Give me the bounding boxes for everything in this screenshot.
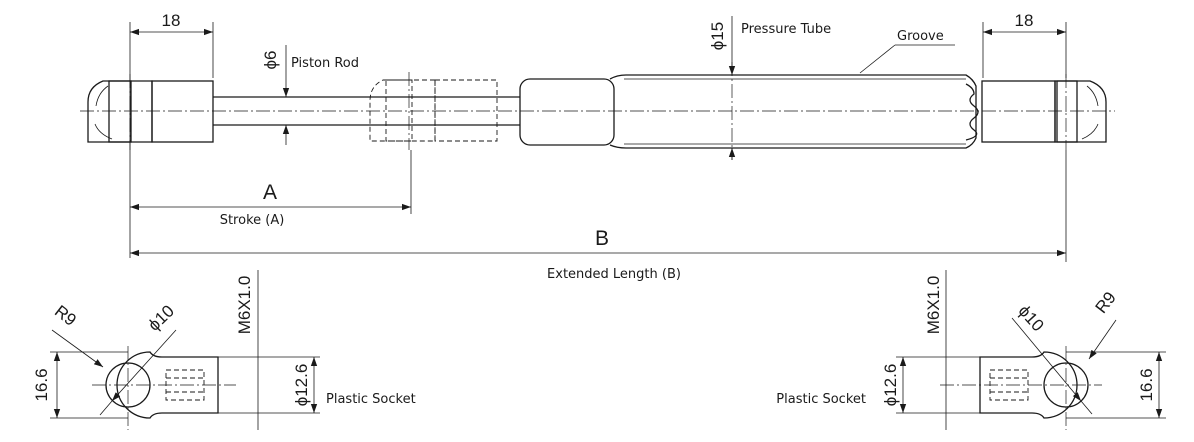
pressure-tube (519, 62, 979, 160)
right-eye-height-value: 16.6 (1137, 368, 1156, 401)
stroke-dim-letter: A (263, 181, 277, 204)
left-eye-detail: 16.6 R9 ϕ10 M6X1.0 ϕ12.6 Plastic Socket (32, 270, 416, 430)
left-thread-value: M6X1.0 (235, 276, 254, 335)
right-radius-value: R9 (1091, 288, 1119, 317)
compressed-end-fitting-hidden (369, 72, 498, 150)
end-length-dimension-right: 18 (982, 11, 1067, 78)
end-length-left-value: 18 (162, 11, 181, 30)
extended-length-label: Extended Length (B) (547, 267, 681, 282)
length-dim-letter: B (595, 227, 609, 250)
stroke-label: Stroke (A) (220, 213, 285, 228)
stroke-dimension: A Stroke (A) (130, 150, 412, 228)
left-plastic-socket-label: Plastic Socket (326, 392, 416, 407)
right-eye-detail: 16.6 R9 ϕ10 M6X1.0 ϕ12.6 Plastic Socket (776, 270, 1166, 430)
groove-label: Groove (897, 29, 944, 44)
piston-rod-label: Piston Rod (291, 56, 359, 71)
pressure-tube-label: Pressure Tube (741, 22, 831, 37)
left-eye-height-value: 16.6 (32, 368, 51, 401)
groove-leader: Groove (859, 29, 955, 74)
right-end-fitting (981, 74, 1107, 150)
right-socket-diameter-value: ϕ12.6 (881, 364, 900, 407)
rod-diameter-value: ϕ6 (261, 51, 280, 70)
right-hole-diameter-value: ϕ10 (1015, 301, 1048, 335)
end-length-dimension-left: 18 (129, 11, 214, 258)
piston-rod (213, 96, 520, 126)
left-radius-value: R9 (51, 301, 80, 329)
end-length-right-value: 18 (1015, 11, 1034, 30)
tube-diameter-value: ϕ15 (708, 22, 727, 50)
right-thread-value: M6X1.0 (924, 276, 943, 335)
tube-diameter-dimension: ϕ15 Pressure Tube (708, 16, 831, 160)
rod-diameter-dimension: ϕ6 Piston Rod (261, 45, 359, 145)
left-socket-diameter-value: ϕ12.6 (292, 364, 311, 407)
left-end-fitting (87, 74, 214, 150)
left-hole-diameter-value: ϕ10 (144, 301, 178, 334)
extended-length-dimension: B Extended Length (B) (130, 150, 1067, 282)
gas-spring-side-view (80, 62, 1115, 160)
right-plastic-socket-label: Plastic Socket (776, 392, 866, 407)
